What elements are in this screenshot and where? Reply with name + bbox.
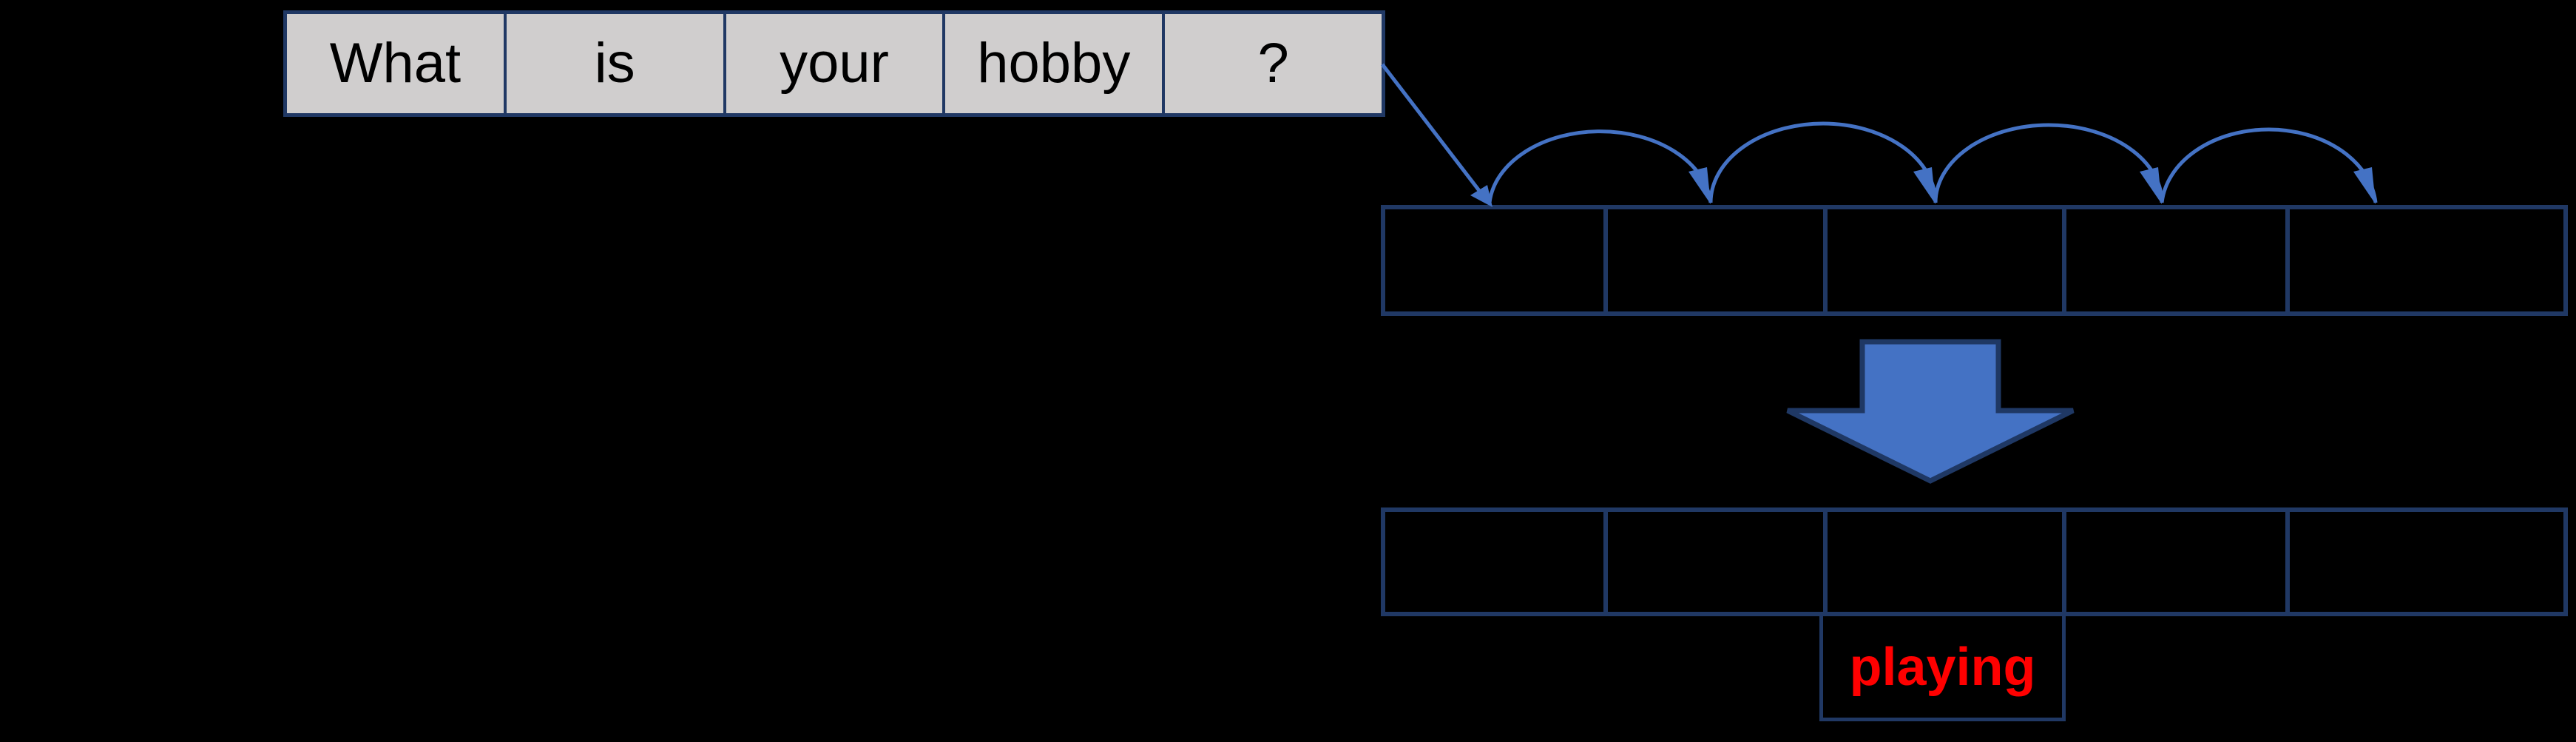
bottom-slot-cell — [1385, 512, 1603, 612]
question-token-cell: is — [503, 14, 723, 113]
bottom-slot-cell — [2285, 512, 2563, 612]
question-token-cell: ? — [1162, 14, 1382, 113]
hop-arc-icon — [1708, 121, 1938, 204]
big-down-arrow-icon — [1786, 339, 2075, 484]
bottom-slot-cell — [2062, 512, 2285, 612]
middle-slot-cell — [1385, 209, 1603, 311]
output-word-label: playing — [1849, 637, 2036, 697]
middle-slot-cell — [1603, 209, 1823, 311]
question-token-label: is — [594, 32, 635, 95]
question-token-label: hobby — [977, 32, 1131, 95]
question-token-cell: What — [287, 14, 504, 113]
bottom-slot-row — [1381, 507, 2568, 616]
hop-arc-icon — [2160, 127, 2378, 204]
question-token-cell: your — [723, 14, 943, 113]
question-token-label: ? — [1257, 32, 1289, 95]
middle-slot-cell — [2062, 209, 2285, 311]
diagonal-arrow-icon — [1381, 63, 1492, 207]
middle-slot-row — [1381, 205, 2568, 316]
middle-slot-cell — [1823, 209, 2062, 311]
bottom-slot-cell — [1603, 512, 1823, 612]
question-token-label: your — [780, 32, 889, 95]
hop-arc-icon — [1487, 129, 1713, 204]
bottom-slot-cell — [1823, 512, 2062, 612]
middle-slot-cell — [2285, 209, 2563, 311]
question-word-table: What is your hobby ? — [283, 10, 1385, 117]
question-token-label: What — [329, 32, 462, 95]
hop-arc-icon — [1933, 123, 2164, 204]
question-token-cell: hobby — [942, 14, 1162, 113]
output-word-cell: playing — [1819, 616, 2066, 721]
